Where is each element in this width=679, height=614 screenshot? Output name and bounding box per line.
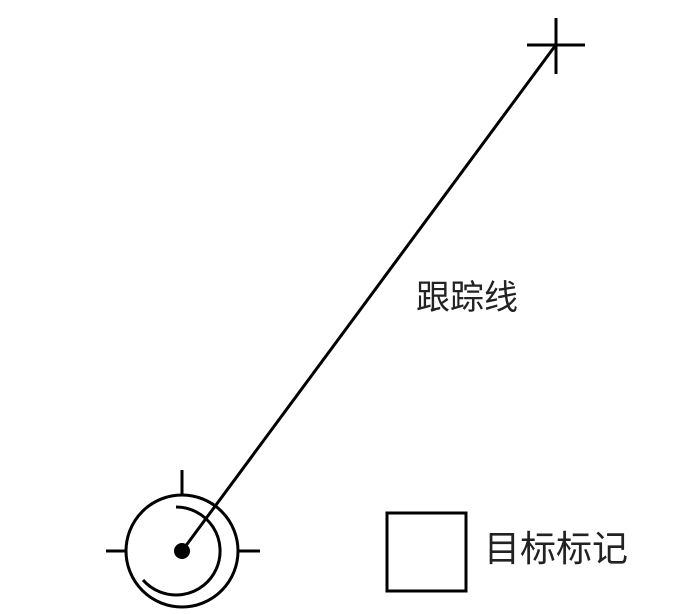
track-line-label: 跟踪线 [416,278,518,318]
endpoint-crosshair-icon [527,18,585,74]
origin-reticle-icon [106,470,260,609]
track-line [180,44,557,553]
target-marker-label: 目标标记 [484,529,629,570]
legend-square-icon [385,511,468,593]
